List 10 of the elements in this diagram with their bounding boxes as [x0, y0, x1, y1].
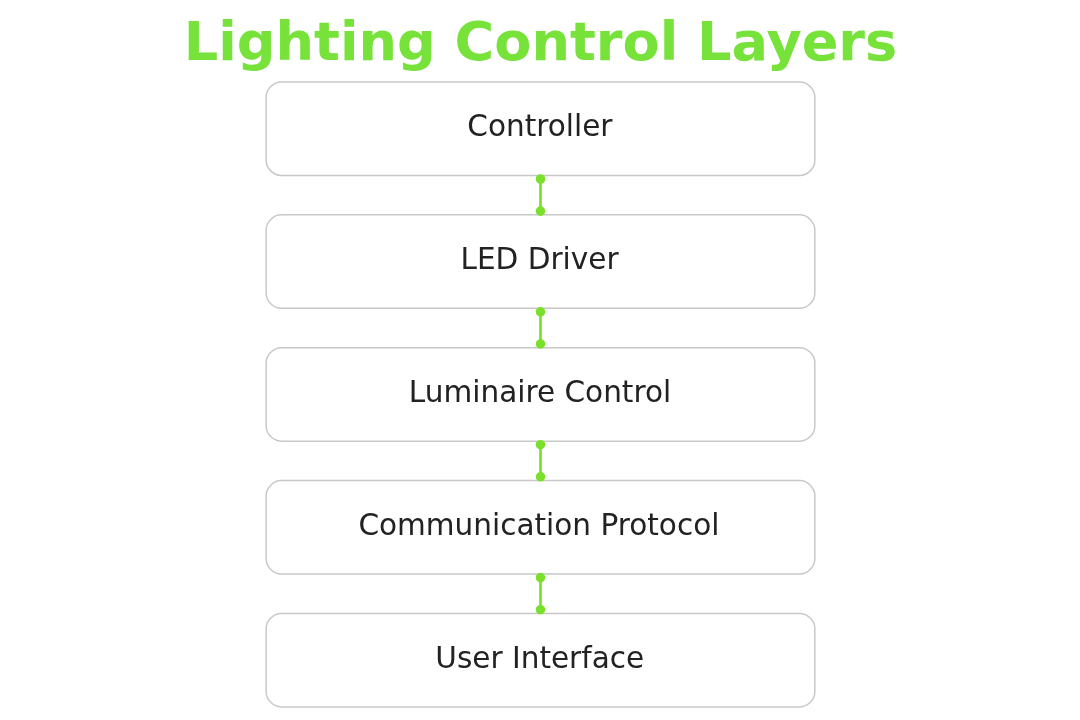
diagram-title: Lighting Control Layers: [183, 10, 897, 74]
connector: [535, 572, 545, 615]
connector: [535, 307, 545, 349]
node-box: Luminaire Control: [264, 346, 816, 442]
connector: [535, 439, 545, 482]
node-box: LED Driver: [264, 214, 816, 310]
connector: [535, 174, 545, 216]
node-box: User Interface: [264, 612, 816, 708]
node-box: Communication Protocol: [264, 479, 816, 575]
node-box: Controller: [264, 81, 816, 177]
